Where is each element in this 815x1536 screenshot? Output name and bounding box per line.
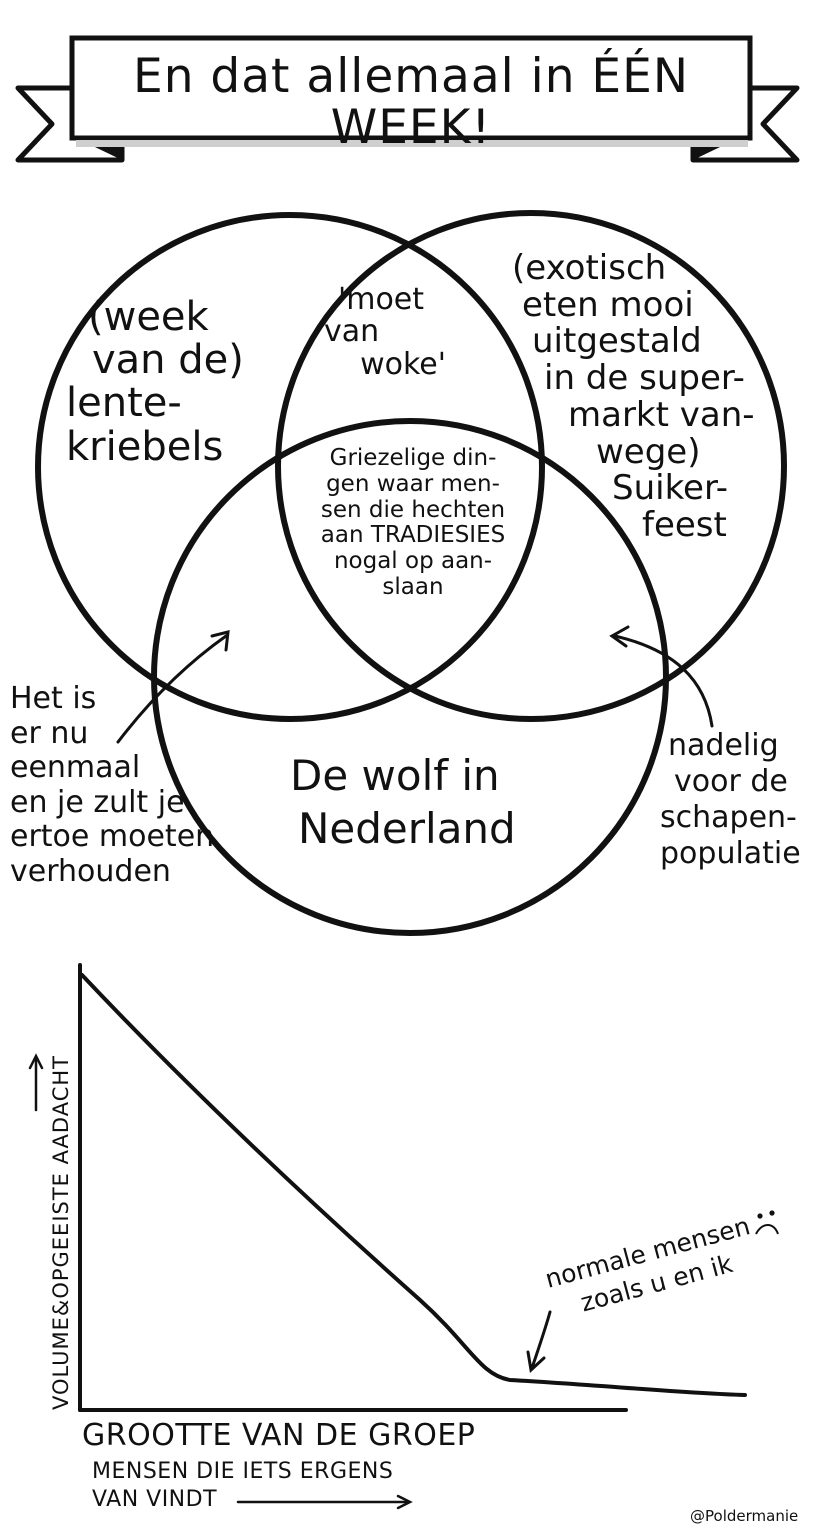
left-annot-line-4: en je zult je <box>10 784 185 820</box>
right-annot-line-2: voor de <box>674 764 788 799</box>
arrow-left <box>116 634 228 744</box>
left-annot-line-2: er nu <box>10 715 89 751</box>
center-line-1: Griezelige din- <box>329 445 497 471</box>
right-line-7: Suiker- <box>612 468 729 509</box>
left-circle-text: (week van de) lente- kriebels <box>66 294 244 470</box>
arrow-left-head <box>210 630 230 652</box>
attention-curve <box>80 973 747 1397</box>
left-annot-line-3: eenmaal <box>10 750 141 785</box>
top-line-2: van <box>324 314 380 350</box>
venn-circle-right <box>275 210 787 722</box>
right-line-3: uitgestald <box>532 321 702 362</box>
arrow-right-head <box>609 625 630 648</box>
center-line-6: slaan <box>382 573 444 600</box>
left-annot-line-5: ertoe moeten <box>10 819 215 854</box>
right-line-4: in de super- <box>544 358 745 399</box>
bottom-circle-text: De wolf in Nederland <box>290 750 516 855</box>
left-annot-line-6: verhouden <box>10 853 171 889</box>
annotation-arrow <box>526 1310 552 1373</box>
left-annot-line-1: Het is <box>10 681 97 716</box>
venn-circle-bottom <box>151 418 669 936</box>
y-arrow <box>28 1053 44 1112</box>
center-line-3: sen die hechten <box>320 496 506 523</box>
right-line-6: wege) <box>596 431 701 472</box>
venn-arrows <box>116 625 714 744</box>
left-line-2: van de) <box>92 337 244 384</box>
left-line-3: lente- <box>66 380 182 427</box>
right-line-2: eten mooi <box>522 284 694 325</box>
x-axis-label-main: GROOTTE VAN DE GROEP <box>82 1418 476 1453</box>
right-annot-line-3: schapen- <box>660 800 797 835</box>
signature: @Poldermanie <box>690 1507 799 1525</box>
center-line-5: nogal op aan- <box>333 548 493 574</box>
left-line-1: (week <box>88 294 209 340</box>
center-overlap-text: Griezelige din- gen waar men- sen die he… <box>290 445 536 601</box>
y-axis-label: VOLUME&OPGEEISTE AADACHT <box>49 1055 73 1410</box>
bottom-line-2: Nederland <box>298 803 516 853</box>
right-line-1: (exotisch <box>512 248 667 288</box>
left-line-4: kriebels <box>66 423 224 470</box>
graph-annotation: normale mensen zoals u en ik <box>542 1211 753 1317</box>
sad-face-icon <box>755 1210 779 1235</box>
top-line-3: woke' <box>360 346 446 382</box>
center-line-4: aan TRADIESIES <box>320 522 506 549</box>
right-circle-text: (exotisch eten mooi uitgestald in de sup… <box>512 250 755 544</box>
bottom-line-1: De wolf in <box>290 751 500 800</box>
banner-title: En dat allemaal in ÉÉN WEEK! <box>133 49 689 155</box>
x-axis-label-sub-2: VAN VINDT <box>92 1487 218 1512</box>
right-line-8: feest <box>642 505 727 546</box>
x-axis-label-sub-1: MENSEN DIE IETS ERGENS <box>92 1459 394 1484</box>
right-annotation: nadelig voor de schapen- populatie <box>660 728 801 872</box>
right-line-5: markt van- <box>568 394 755 435</box>
top-overlap-text: 'moet van woke' <box>316 282 446 382</box>
venn-circle-left <box>35 212 545 722</box>
banner-ribbon <box>15 35 800 163</box>
right-annot-line-1: nadelig <box>668 728 779 763</box>
left-annotation: Het is er nu eenmaal en je zult je ertoe… <box>10 681 215 889</box>
arrow-right <box>613 634 714 728</box>
top-line-1: 'moet <box>337 282 425 317</box>
venn-circles <box>35 210 787 936</box>
center-line-2: gen waar men- <box>326 470 500 497</box>
x-arrow <box>236 1494 413 1510</box>
graph-axes <box>78 963 628 1412</box>
right-annot-line-4: populatie <box>660 836 801 871</box>
